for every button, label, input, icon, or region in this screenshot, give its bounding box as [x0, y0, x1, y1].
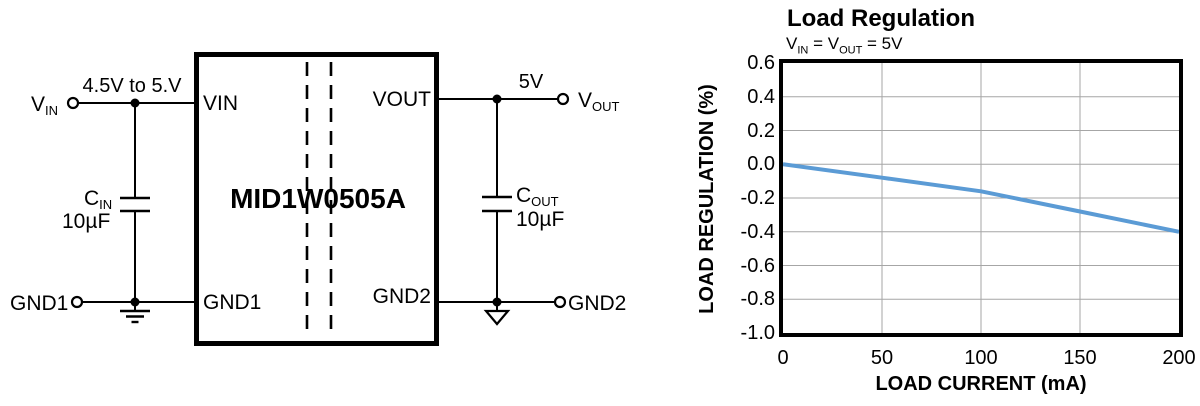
y-tick-labels: 0.6 0.4 0.2 0.0 -0.2 -0.4 -0.6 -0.8 -1.0: [713, 52, 775, 344]
y-tick-label: 0.4: [747, 85, 775, 108]
y-tick-label: -0.6: [740, 254, 775, 277]
gnd2-pin-label: GND2: [373, 285, 431, 308]
earth-ground-icon: [120, 309, 150, 324]
x-axis-title: LOAD CURRENT (mA): [875, 373, 1087, 395]
subtitle-eq1: = V: [808, 34, 840, 53]
chart-title: Load Regulation: [787, 5, 975, 32]
y-tick-label: -0.4: [740, 220, 775, 243]
x-tick-label: 100: [964, 347, 998, 369]
converter-module-body: [194, 52, 439, 346]
plot-area: [779, 59, 1183, 337]
subtitle-eq2: = 5V: [862, 34, 903, 53]
part-number-label: MID1W0505A: [230, 183, 406, 214]
cin-ref-label: CIN: [84, 187, 112, 212]
y-tick-label: 0.2: [747, 119, 775, 142]
subtitle-sub-in: IN: [797, 44, 809, 57]
x-tick-label: 200: [1162, 347, 1196, 369]
output-capacitor: [482, 195, 512, 213]
x-tick-labels: 0 50 100 150 200: [777, 346, 1195, 370]
x-tick-label: 50: [870, 347, 894, 369]
gnd1-pin-label: GND1: [203, 291, 261, 314]
junction-dots: [130, 94, 502, 307]
load-regulation-curve: [783, 162, 1179, 234]
y-tick-label: -0.2: [740, 187, 775, 209]
application-circuit-diagram: 4.5V to 5.V VIN VIN VOUT MID1W0505A GND1…: [10, 52, 626, 346]
gnd2-terminal-label: GND2: [568, 292, 626, 315]
subtitle-v1: V: [786, 34, 798, 53]
y-tick-label: -1.0: [740, 322, 775, 344]
cin-value-label: 10µF: [62, 210, 110, 233]
gnd1-terminal-label: GND1: [10, 292, 68, 315]
y-tick-label: 0.0: [747, 153, 775, 176]
terminal-circles: [66, 92, 570, 309]
x-tick-label: 150: [1063, 347, 1097, 369]
vout-pin-label: VOUT: [373, 88, 432, 111]
x-tick-label: 0: [777, 347, 789, 369]
input-capacitor: [120, 196, 150, 213]
y-tick-label: -0.8: [740, 288, 775, 311]
subtitle-sub-out: OUT: [839, 44, 863, 57]
cout-value-label: 10µF: [516, 208, 564, 231]
output-voltage-label: 5V: [519, 71, 544, 93]
plot-canvas: [783, 63, 1179, 333]
vin-terminal-label: VIN: [31, 93, 58, 118]
y-tick-label: 0.6: [747, 52, 775, 74]
vin-pin-label: VIN: [203, 92, 238, 115]
input-voltage-range-label: 4.5V to 5.V: [83, 75, 183, 97]
cout-ref-label: COUT: [516, 184, 559, 209]
vout-terminal-label: VOUT: [578, 89, 620, 114]
chart-subtitle: VIN = VOUT = 5V: [786, 34, 902, 56]
signal-ground-icon: [483, 309, 511, 326]
